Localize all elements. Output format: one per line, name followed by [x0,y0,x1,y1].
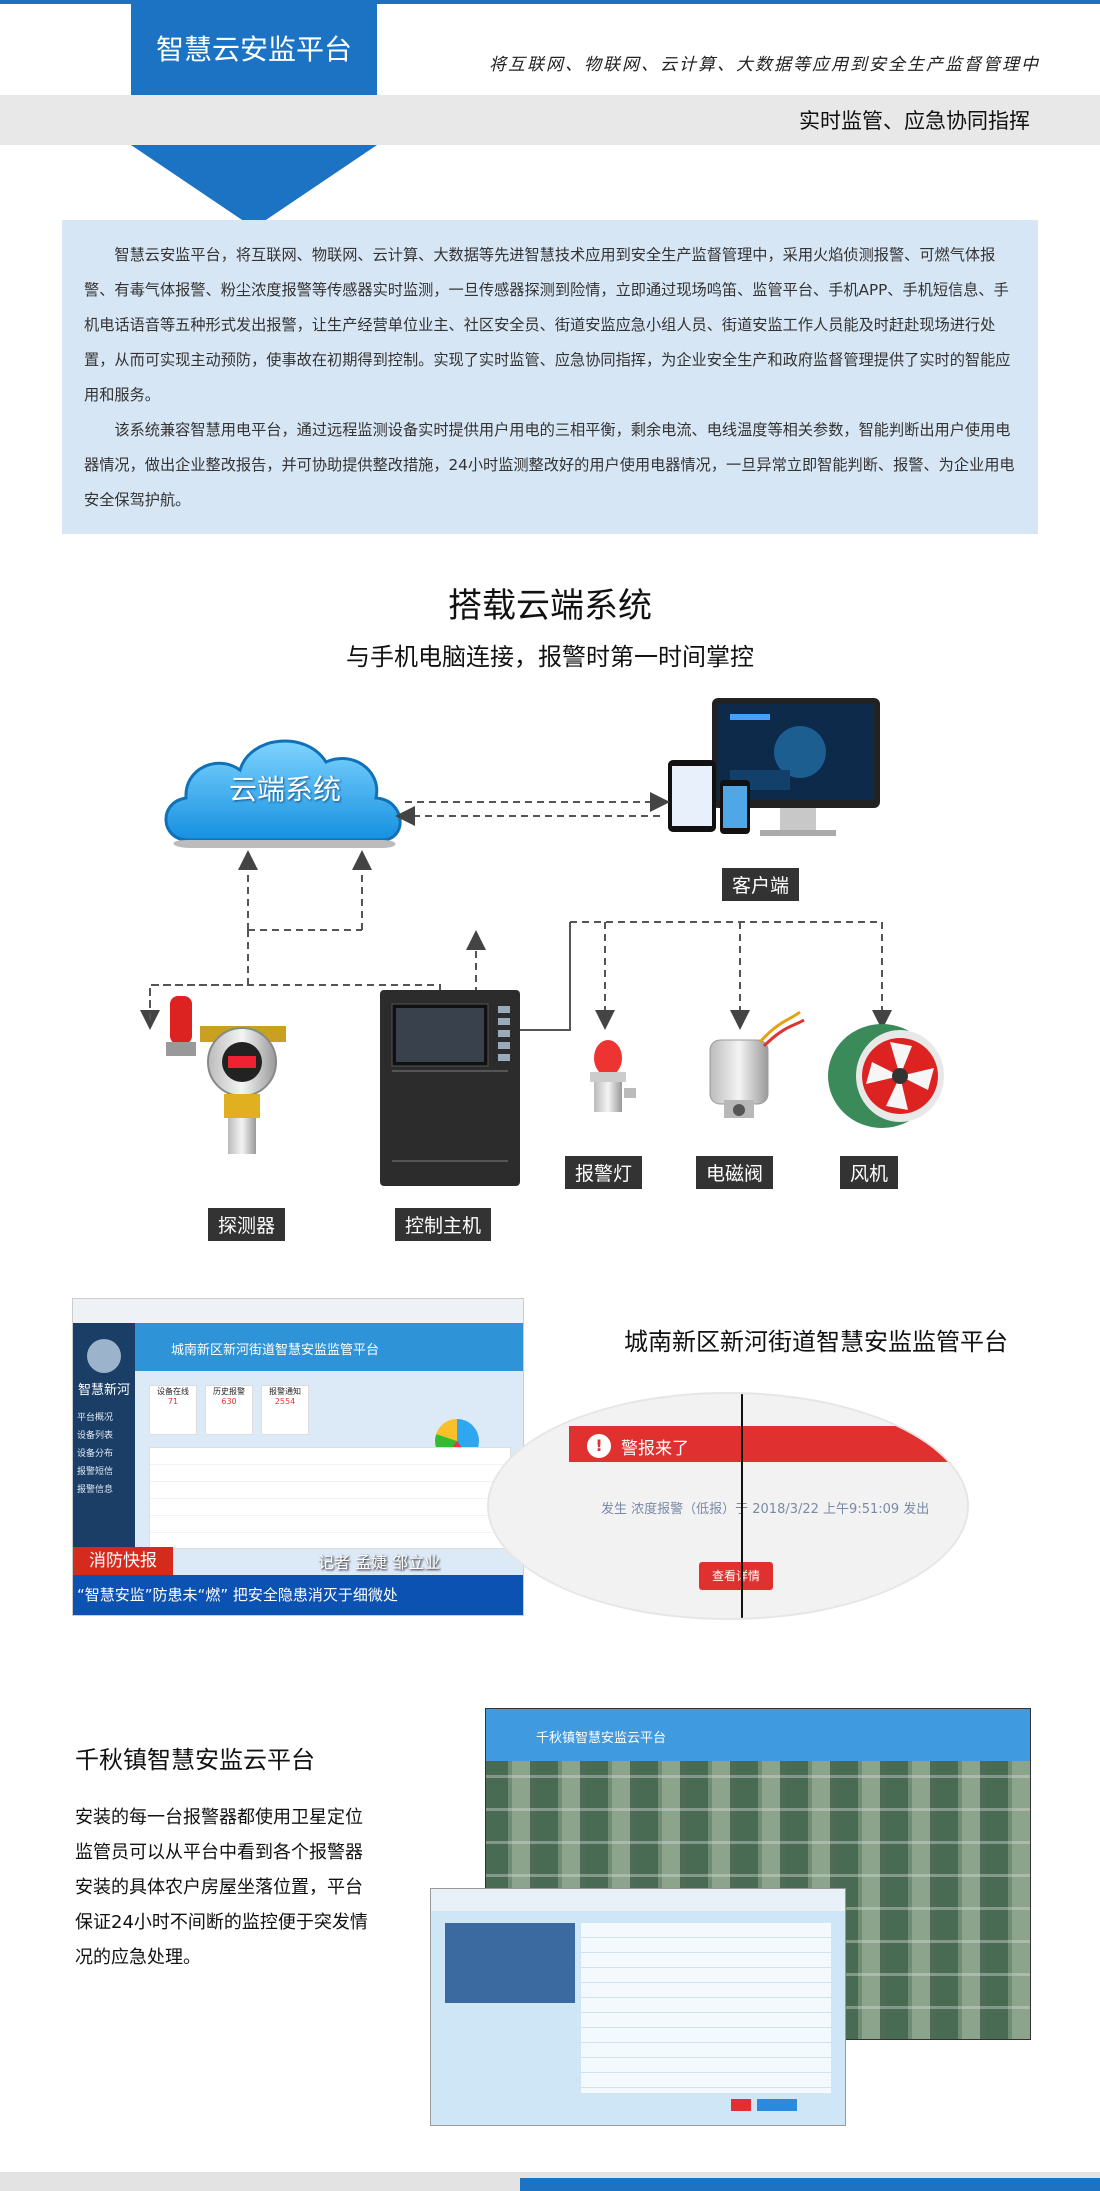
cloud-label: 云端系统 [228,773,341,806]
news-banner-red: 消防快报 [73,1547,173,1575]
data-table [149,1447,511,1549]
alert-detail-button[interactable]: 查看详情 [699,1562,773,1590]
controller-label: 控制主机 [395,1208,492,1241]
platform-menu: 平台概况 设备列表 设备分布 报警短信 报警信息 [77,1409,133,1499]
title-arrow-decoration [131,145,377,228]
fan-label: 风机 [840,1156,899,1189]
page-title: 智慧云安监平台 [131,0,377,95]
platform-header [73,1323,523,1371]
alert-icon: ! [587,1434,611,1458]
top-accent-line [0,0,1100,4]
qianqiu-platform-title: 千秋镇智慧安监云平台 [75,1746,315,1774]
controller-icon [380,990,520,1186]
alert-text: 发生 浓度报警（低报）于 2018/3/22 上午9:51:09 发出 [601,1502,930,1517]
header-subtitle: 实时监管、应急协同指挥 [799,109,1030,133]
connection-lines [140,792,892,1040]
news-headline: “智慧安监”防患未“燃” 把安全隐患消灭于细微处 [73,1575,523,1615]
map-platform-title: 千秋镇智慧安监云平台 [536,1731,667,1746]
detail-table [581,1923,831,2093]
controller-output-line [520,922,571,1031]
menu-item[interactable]: 报警短信 [77,1467,114,1477]
menu-item[interactable]: 设备分布 [77,1449,114,1459]
fan-icon [828,1024,944,1128]
news-screenshot: 城南新区新河街道智慧安监监管平台 智慧新河 平台概况 设备列表 设备分布 报警短… [72,1298,524,1616]
client-devices-icon [668,698,880,836]
cloud-section-subtitle: 与手机电脑连接，报警时第一时间掌控 [346,643,754,671]
menu-item[interactable]: 设备列表 [77,1431,114,1441]
alert-header [569,1426,959,1462]
intro-paragraph-2: 该系统兼容智慧用电平台，通过远程监测设备实时提供用户用电的三相平衡，剩余电流、电… [84,421,1015,509]
system-diagram: 云端系统 客户端 探测器 控制主机 报警灯 电磁阀 风机 [100,690,1000,1260]
alarm-light-label: 报警灯 [565,1156,643,1189]
header-slogan: 将互联网、物联网、云计算、大数据等应用到安全生产监督管理中 [489,55,1040,75]
platform-brand: 智慧新河 [77,1383,130,1398]
alarm-light-icon [590,1040,636,1112]
xinhe-platform-title: 城南新区新河街道智慧安监监管平台 [624,1328,1008,1356]
qianqiu-description: 安装的每一台报警器都使用卫星定位监管员可以从平台中看到各个报警器安装的具体农户房… [75,1807,368,1968]
intro-paragraph-1: 智慧云安监平台，将互联网、物联网、云计算、大数据等先进智慧技术应用到安全生产监督… [84,246,1011,404]
menu-item[interactable]: 报警信息 [77,1485,114,1495]
header-grey-bar [0,95,1100,145]
menu-item[interactable]: 平台概况 [77,1413,114,1423]
alert-title: 警报来了 [621,1439,689,1459]
detail-blue-button[interactable] [757,2099,797,2111]
intro-panel: 智慧云安监平台，将互联网、物联网、云计算、大数据等先进智慧技术应用到安全生产监督… [62,220,1038,534]
browser-bar [73,1299,523,1324]
valve-label: 电磁阀 [696,1156,774,1189]
cloud-icon [164,739,402,848]
cloud-section-title: 搭载云端系统 [448,586,652,626]
solenoid-valve-icon [709,1010,805,1118]
alert-zoom: ! 警报来了 发生 浓度报警（低报）于 2018/3/22 上午9:51:09 … [487,1392,969,1620]
detector-icon [166,996,286,1154]
screen-bezel-line [741,1394,743,1618]
detail-red-button[interactable] [731,2099,751,2111]
detail-topbar [431,1889,845,1911]
client-label: 客户端 [722,868,800,901]
device-detail-screenshot [430,1888,846,2126]
footer-blue-bar [520,2178,1100,2191]
avatar [87,1339,121,1373]
diagram-graphics [140,698,944,1186]
detector-label: 探测器 [208,1208,286,1241]
platform-screen-title: 城南新区新河街道智慧安监监管平台 [171,1343,380,1358]
detail-photo [445,1923,575,2003]
reporter-caption: 记者 孟婕 邹立业 [318,1553,441,1572]
map-platform-header [486,1709,1030,1761]
